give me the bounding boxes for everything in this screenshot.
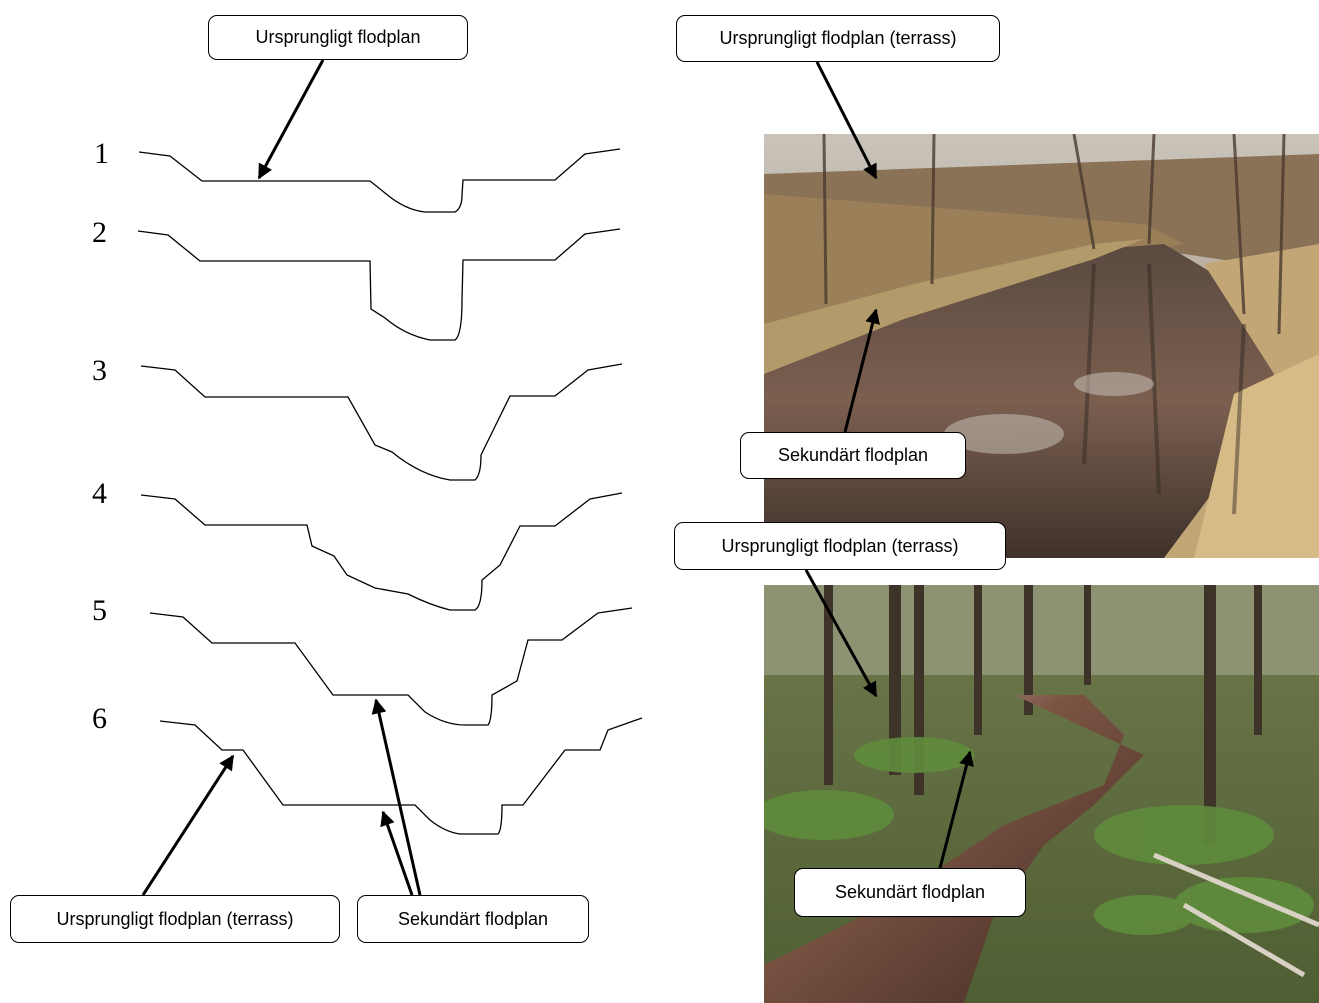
callout-secondary-floodplain-bottom: Sekundärt flodplan <box>357 895 589 943</box>
river-photo-top <box>764 134 1319 558</box>
arrow-bottom-middle-a <box>371 698 422 896</box>
profile-number-1: 1 <box>94 137 109 170</box>
profile-line-3 <box>140 363 623 481</box>
callout-original-floodplain-terrace-middle: Ursprungligt flodplan (terrass) <box>674 522 1006 570</box>
arrow-top-right <box>815 61 878 180</box>
arrow-middle-right <box>804 569 878 698</box>
callout-original-floodplain-terrace-bottom: Ursprungligt flodplan (terrass) <box>10 895 340 943</box>
river-photo-bottom <box>764 585 1319 1003</box>
profile-number-3: 3 <box>92 354 107 387</box>
arrow-bottom-left <box>141 754 235 896</box>
callout-original-floodplain: Ursprungligt flodplan <box>208 15 468 60</box>
profile-number-6: 6 <box>92 702 107 735</box>
profile-line-2 <box>137 228 621 341</box>
arrow-photo1-secondary <box>843 308 880 433</box>
callout-secondary-floodplain-photo2: Sekundärt flodplan <box>794 868 1026 917</box>
profile-line-1 <box>138 148 621 213</box>
profile-line-4 <box>140 492 623 611</box>
profile-number-4: 4 <box>92 477 107 510</box>
profile-number-5: 5 <box>92 594 107 627</box>
arrow-photo2-secondary <box>938 750 974 869</box>
callout-secondary-floodplain-photo1: Sekundärt flodplan <box>740 432 966 479</box>
profile-line-6 <box>159 717 643 835</box>
profile-number-2: 2 <box>92 216 107 249</box>
callout-original-floodplain-terrace-top: Ursprungligt flodplan (terrass) <box>676 15 1000 62</box>
arrow-top-left <box>257 59 325 180</box>
profile-line-5 <box>149 607 633 726</box>
arrow-bottom-middle-b <box>380 810 414 896</box>
